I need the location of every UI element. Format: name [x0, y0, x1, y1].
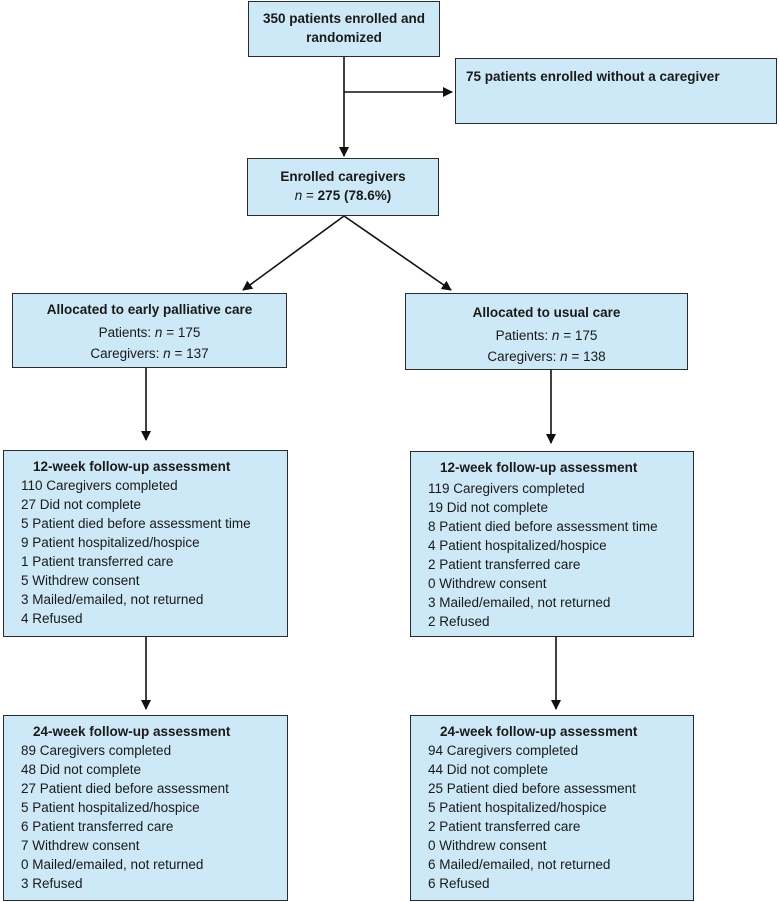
enrolled-box: 350 patients enrolled and randomized: [248, 1, 440, 57]
n-symbol: n: [154, 325, 163, 340]
list-item: 8 Patient died before assessment time: [428, 519, 658, 534]
list-item: 6 Patient transferred care: [21, 819, 174, 834]
enrolled-caregivers-box: Enrolled caregivers n = 275 (78.6%): [247, 158, 439, 216]
list-item: 94 Caregivers completed: [428, 743, 579, 758]
list-item: 19 Did not complete: [428, 500, 549, 515]
arrow-to-usual-arm: [343, 215, 452, 291]
list-item: 119 Caregivers completed: [428, 481, 585, 496]
list-item: 5 Patient died before assessment time: [21, 516, 251, 531]
n-symbol: n: [551, 328, 560, 343]
list-item: 7 Withdrew consent: [21, 838, 140, 853]
patients-label: Patients:: [495, 328, 552, 343]
usual-12-title: 12-week follow-up assessment: [440, 460, 638, 475]
caregivers-label: Caregivers:: [487, 349, 561, 364]
caregivers-count: n = 275 (78.6%): [248, 186, 438, 205]
early-24-week-box: 24-week follow-up assessment 89 Caregive…: [3, 715, 288, 901]
caregivers-title: Enrolled caregivers: [280, 169, 406, 184]
list-item: 0 Withdrew consent: [428, 576, 547, 591]
early-caregivers: Caregivers: n = 137: [13, 344, 286, 363]
list-item: 2 Patient transferred care: [428, 557, 581, 572]
list-item: 25 Patient died before assessment: [428, 781, 636, 796]
list-item: 6 Refused: [428, 876, 490, 891]
list-item: 2 Patient transferred care: [428, 819, 581, 834]
early-title: Allocated to early palliative care: [46, 302, 253, 317]
enrolled-line1: 350 patients enrolled and: [262, 11, 426, 26]
list-item: 44 Did not complete: [428, 762, 549, 777]
list-item: 27 Did not complete: [21, 497, 142, 512]
list-item: 27 Patient died before assessment: [21, 781, 229, 796]
list-item: 110 Caregivers completed: [21, 478, 178, 493]
patients-label: Patients:: [98, 325, 155, 340]
list-item: 6 Mailed/emailed, not returned: [428, 857, 611, 872]
list-item: 0 Withdrew consent: [428, 838, 547, 853]
usual-24-title: 24-week follow-up assessment: [440, 724, 638, 739]
caregivers-label: Caregivers:: [90, 346, 164, 361]
usual-caregivers: Caregivers: n = 138: [406, 347, 687, 366]
list-item: 89 Caregivers completed: [21, 743, 172, 758]
early-12-title: 12-week follow-up assessment: [33, 459, 231, 474]
caregivers-value: = 138: [567, 349, 606, 364]
patients-value: = 175: [559, 328, 598, 343]
usual-patients: Patients: n = 175: [406, 326, 687, 345]
usual-12-week-box: 12-week follow-up assessment 119 Caregiv…: [410, 451, 694, 637]
usual-24-week-box: 24-week follow-up assessment 94 Caregive…: [410, 715, 694, 901]
caregivers-value: 275 (78.6%): [317, 188, 392, 203]
early-24-title: 24-week follow-up assessment: [33, 724, 231, 739]
list-item: 1 Patient transferred care: [21, 554, 174, 569]
caregivers-value: = 137: [170, 346, 209, 361]
list-item: 3 Refused: [21, 876, 83, 891]
patients-value: = 175: [162, 325, 201, 340]
usual-care-box: Allocated to usual care Patients: n = 17…: [405, 293, 688, 370]
list-item: 0 Mailed/emailed, not returned: [21, 857, 204, 872]
list-item: 5 Patient hospitalized/hospice: [21, 800, 200, 815]
enrolled-line2: randomized: [306, 30, 382, 45]
no-caregiver-box: 75 patients enrolled without a caregiver: [455, 58, 777, 124]
list-item: 5 Withdrew consent: [21, 573, 140, 588]
n-symbol: n: [560, 349, 568, 364]
list-item: 3 Mailed/emailed, not returned: [428, 595, 611, 610]
list-item: 4 Patient hospitalized/hospice: [428, 538, 607, 553]
list-item: 3 Mailed/emailed, not returned: [21, 592, 204, 607]
list-item: 9 Patient hospitalized/hospice: [21, 535, 200, 550]
early-12-week-box: 12-week follow-up assessment 110 Caregiv…: [3, 450, 288, 637]
list-item: 48 Did not complete: [21, 762, 142, 777]
early-palliative-box: Allocated to early palliative care Patie…: [12, 293, 287, 368]
early-patients: Patients: n = 175: [13, 323, 286, 342]
arrow-to-early-arm: [242, 215, 345, 291]
list-item: 5 Patient hospitalized/hospice: [428, 800, 607, 815]
list-item: 2 Refused: [428, 614, 490, 629]
usual-title: Allocated to usual care: [472, 305, 621, 320]
equals-sign: =: [302, 188, 318, 203]
n-symbol: n: [163, 346, 171, 361]
no-caregiver-text: 75 patients enrolled without a caregiver: [466, 69, 720, 84]
list-item: 4 Refused: [21, 611, 83, 626]
n-symbol: n: [294, 188, 303, 203]
